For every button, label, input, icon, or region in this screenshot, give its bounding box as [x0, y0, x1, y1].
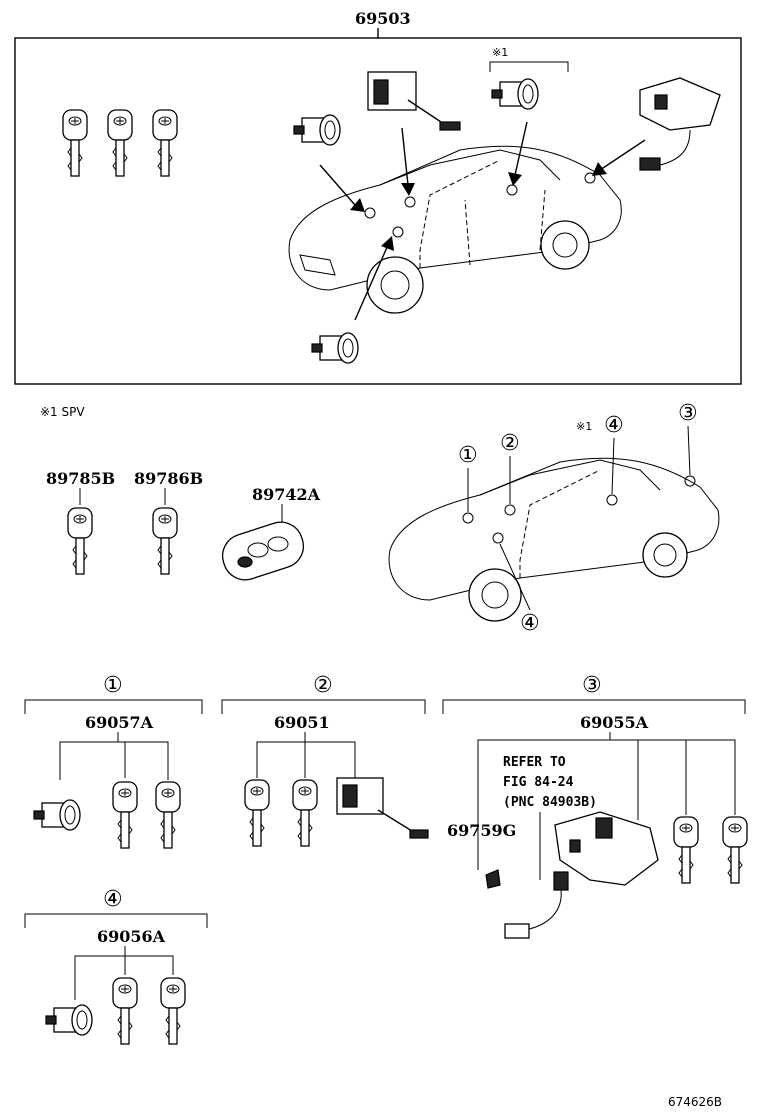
key-icon	[160, 977, 186, 1045]
key-icon	[67, 507, 93, 575]
key-icon	[155, 781, 181, 849]
spv-marker: ※1	[492, 46, 508, 59]
callout-car: ① ② ③ ※1 ④ ④	[388, 401, 720, 636]
ignition-housing-icon	[367, 71, 461, 131]
top-assembly: 69503	[14, 9, 742, 385]
bracket-icon	[485, 869, 501, 889]
callout-2: ②	[500, 431, 520, 504]
key-icon	[152, 507, 178, 575]
refer-line-3: (PNC 84903B)	[503, 795, 597, 810]
refer-line-1: REFER TO	[503, 755, 566, 770]
key-icon	[112, 781, 138, 849]
car-illustration	[288, 145, 622, 314]
lock-cylinder-icon	[45, 1004, 93, 1036]
set-3-callout: ③	[582, 673, 602, 698]
spv-bracket: ※1	[489, 46, 569, 72]
callout-4-bottom: ④	[499, 543, 540, 636]
set-4: ④ 69056A	[24, 887, 208, 1045]
key-icon	[112, 977, 138, 1045]
key-icon	[722, 816, 748, 884]
ignition-switch-icon	[639, 77, 721, 171]
callout-3: ③	[678, 401, 698, 476]
set-1-part-label: 69057A	[85, 713, 154, 732]
callout-1-label: ①	[458, 443, 478, 468]
callout-1: ①	[458, 443, 478, 512]
set-2-callout: ②	[313, 673, 333, 698]
callout-4-top: ※1 ④	[576, 413, 624, 495]
key-icon	[292, 779, 318, 847]
loose-keys: 89785B 89786B 89742A	[46, 469, 321, 581]
set-1: ① 69057A	[24, 673, 203, 849]
set-4-part-label: 69056A	[97, 927, 166, 946]
key-icon	[62, 109, 178, 177]
glovebox-lock-cylinder-icon	[311, 332, 359, 364]
pointer-arrows	[319, 121, 646, 321]
key-icon	[244, 779, 270, 847]
bracket-part-label: 69759G	[447, 821, 516, 840]
top-assembly-frame	[14, 37, 742, 385]
top-assembly-label: 69503	[355, 9, 411, 28]
remote-icon	[221, 521, 305, 581]
set-2-part-label: 69051	[274, 713, 330, 732]
set-4-callout: ④	[103, 887, 123, 912]
refer-line-2: FIG 84-24	[503, 775, 574, 790]
callout-3-label: ③	[678, 401, 698, 426]
set-1-callout: ①	[103, 673, 123, 698]
key-89786b-label: 89786B	[134, 469, 203, 488]
spv-marker: ※1	[576, 420, 592, 433]
figure-id: 674626B	[668, 1095, 722, 1109]
key-icon	[673, 816, 699, 884]
set-2: ② 69051	[221, 673, 429, 847]
sensor-cable-icon	[504, 871, 569, 939]
callout-4-label: ④	[604, 413, 624, 438]
key-89785b-label: 89785B	[46, 469, 115, 488]
trunk-lock-cylinder-icon	[491, 78, 539, 110]
door-lock-cylinder-icon	[293, 114, 341, 146]
set-3-part-label: 69055A	[580, 713, 649, 732]
ignition-housing-icon	[336, 777, 429, 839]
remote-89742a-label: 89742A	[252, 485, 321, 504]
ignition-switch-icon	[554, 811, 659, 886]
lock-cylinder-icon	[33, 799, 81, 831]
callout-2-label: ②	[500, 431, 520, 456]
spv-note: ※1 SPV	[40, 405, 85, 419]
set-3: ③ 69055A REFER TO FIG 84-24 (PNC 84903B)…	[442, 673, 748, 939]
callout-4-label: ④	[520, 611, 540, 636]
